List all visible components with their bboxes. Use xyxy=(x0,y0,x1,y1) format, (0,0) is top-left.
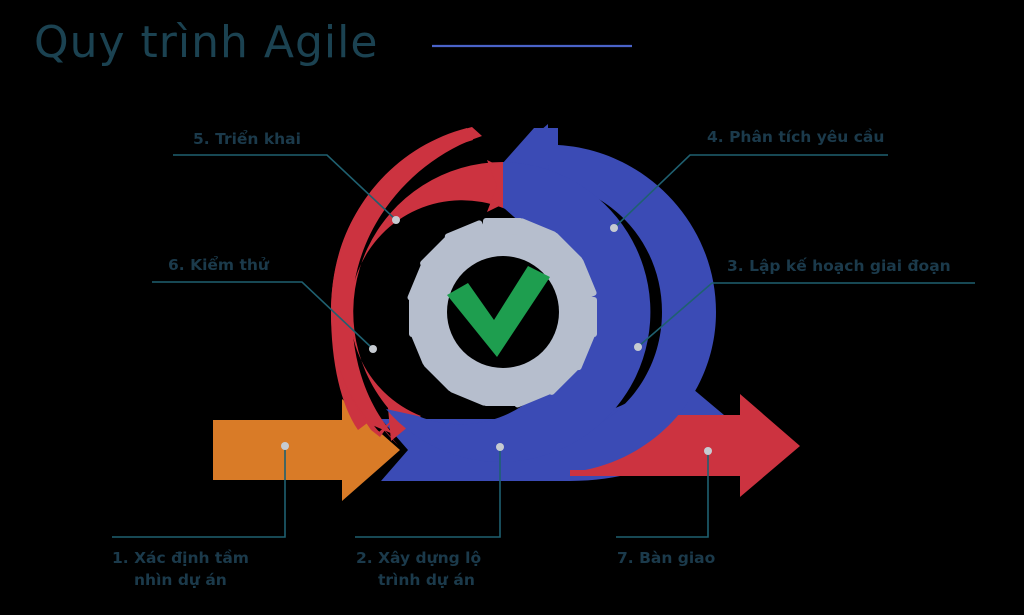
orange-arrow-left xyxy=(213,399,400,501)
step-label-5: 5. Triển khai xyxy=(193,130,301,148)
step-label-2-line-2: trình dự án xyxy=(378,571,475,590)
check-icon xyxy=(447,266,550,357)
step-label-1: 1. Xác định tầm nhìn dự án xyxy=(112,547,249,592)
connector-dot-step-1 xyxy=(281,442,289,450)
connector-step-6 xyxy=(152,281,373,349)
connector-step-3 xyxy=(638,282,975,347)
red-cycle-arc-body xyxy=(332,127,482,434)
step-label-2: 2. Xây dựng lộ trình dự án xyxy=(356,547,481,592)
step-label-4: 4. Phân tích yêu cầu xyxy=(707,128,885,146)
connector-dot-step-4 xyxy=(610,224,618,232)
step-label-1-line-1: 1. Xác định tầm xyxy=(112,549,249,567)
step-label-7: 7. Bàn giao xyxy=(617,549,716,567)
blue-crescent xyxy=(386,162,651,462)
connector-dot-step-7 xyxy=(704,447,712,455)
connector-dot-step-6 xyxy=(369,345,377,353)
step-label-6: 6. Kiểm thử xyxy=(168,256,269,274)
page-title: Quy trình Agile xyxy=(34,17,379,68)
red-crescent xyxy=(350,162,503,441)
connector-dot-step-2 xyxy=(496,443,504,451)
connector-step-7 xyxy=(616,452,709,538)
blue-cycle-arc xyxy=(486,128,716,470)
step-label-2-line-1: 2. Xây dựng lộ xyxy=(356,549,482,567)
connector-dot-step-5 xyxy=(392,216,400,224)
step-label-3: 3. Lập kế hoạch giai đoạn xyxy=(727,257,951,275)
connector-step-5 xyxy=(173,154,396,220)
connector-step-4 xyxy=(614,154,888,228)
connector-dot-step-3 xyxy=(634,343,642,351)
connector-step-1 xyxy=(112,447,286,538)
step-label-1-line-2: nhìn dự án xyxy=(134,571,227,590)
red-arrow-right xyxy=(570,394,800,497)
connector-step-2 xyxy=(355,448,501,538)
